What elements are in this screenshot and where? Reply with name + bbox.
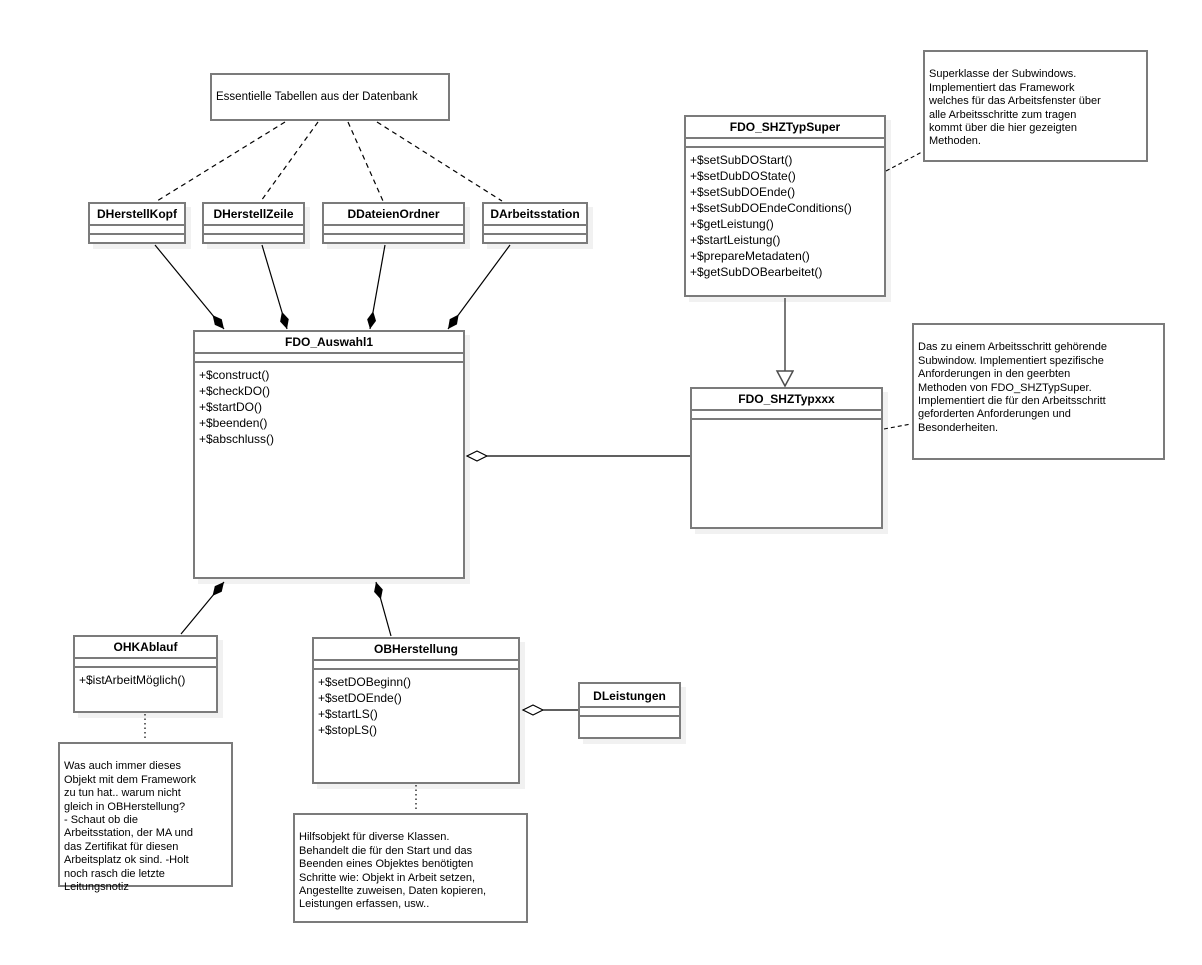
method-label: +$getLeistung() [690, 217, 774, 231]
class-fdo-shztypsuper: FDO_SHZTypSuper +$setSubDOStart() +$setD… [684, 115, 886, 297]
note-ohkablauf: Was auch immer dieses Objekt mit dem Fra… [58, 742, 233, 893]
method-label: +$setSubDOEnde() [690, 185, 796, 199]
attributes-compartment [686, 139, 884, 148]
note-subwindow: Das zu einem Arbeitsschritt gehörende Su… [912, 323, 1165, 460]
method-label: +$istArbeitMöglich() [79, 673, 186, 687]
methods-compartment [580, 717, 679, 737]
methods-compartment [324, 235, 463, 243]
composition-link-dherstellzeile [261, 244, 289, 330]
class-title: DDateienOrdner [324, 204, 463, 226]
method-label: +$startLS() [318, 707, 378, 721]
note-obherstellung: Hilfsobjekt für diverse Klassen. Behande… [293, 813, 528, 923]
dashed-link-db-dherstellzeile [260, 121, 319, 202]
note-database-tables: Essentielle Tabellen aus der Datenbank [210, 73, 450, 121]
attributes-compartment [580, 708, 679, 717]
class-title: DArbeitsstation [484, 204, 586, 226]
method-label: +$setSubDOStart() [690, 153, 793, 167]
method-label: +$startDO() [199, 400, 263, 414]
class-dherstellzeile: DHerstellZeile [202, 202, 305, 244]
method-label: +$setDOEnde() [318, 691, 402, 705]
note-anchor-subwindow [883, 423, 912, 430]
attributes-compartment [692, 411, 881, 420]
class-title: FDO_SHZTypSuper [686, 117, 884, 139]
class-fdo-shztypxxx: FDO_SHZTypxxx [690, 387, 883, 529]
composition-link-obherstellung [374, 581, 392, 637]
class-ddateienordner: DDateienOrdner [322, 202, 465, 244]
attributes-compartment [484, 226, 586, 235]
class-title: DHerstellZeile [204, 204, 303, 226]
method-label: +$getSubDOBearbeitet() [690, 265, 823, 279]
note-anchor-superklasse [885, 151, 923, 172]
dashed-link-db-darbeitsstation [376, 121, 503, 202]
method-label: +$checkDO() [199, 384, 271, 398]
class-ohkablauf: OHKAblauf +$istArbeitMöglich() [73, 635, 218, 713]
method-label: +$prepareMetadaten() [690, 249, 810, 263]
composition-link-ohkablauf [180, 581, 225, 635]
class-title: OHKAblauf [75, 637, 216, 659]
method-label: +$setDubDOState() [690, 169, 796, 183]
dashed-link-db-dherstellkopf [156, 121, 286, 202]
method-label: +$stopLS() [318, 723, 378, 737]
class-obherstellung: OBHerstellung +$setDOBeginn() +$setDOEnd… [312, 637, 520, 784]
composition-link-dherstellkopf [154, 244, 225, 330]
attributes-compartment [324, 226, 463, 235]
class-fdo-auswahl1: FDO_Auswahl1 +$construct() +$checkDO() +… [193, 330, 465, 579]
attributes-compartment [75, 659, 216, 668]
note-superklasse: Superklasse der Subwindows. Implementier… [923, 50, 1148, 162]
note-database-tables-text: Essentielle Tabellen aus der Datenbank [216, 91, 418, 104]
method-label: +$abschluss() [199, 432, 275, 446]
attributes-compartment [90, 226, 184, 235]
methods-compartment: +$construct() +$checkDO() +$startDO() +$… [195, 363, 463, 577]
method-label: +$startLeistung() [690, 233, 781, 247]
class-dleistungen: DLeistungen [578, 682, 681, 739]
methods-compartment [692, 420, 881, 527]
attributes-compartment [204, 226, 303, 235]
methods-compartment [204, 235, 303, 243]
method-label: +$setSubDOEndeConditions() [690, 201, 852, 215]
dashed-link-db-ddateienordner [347, 121, 384, 202]
method-label: +$setDOBeginn() [318, 675, 412, 689]
class-title: OBHerstellung [314, 639, 518, 661]
class-title: DLeistungen [580, 684, 679, 708]
class-darbeitsstation: DArbeitsstation [482, 202, 588, 244]
methods-compartment [484, 235, 586, 243]
methods-compartment: +$istArbeitMöglich() [75, 668, 216, 711]
method-label: +$beenden() [199, 416, 268, 430]
note-obherstellung-text: Hilfsobjekt für diverse Klassen. Behande… [299, 831, 487, 911]
note-subwindow-text: Das zu einem Arbeitsschritt gehörende Su… [918, 341, 1107, 434]
composition-link-ddateienordner [367, 244, 386, 330]
attributes-compartment [314, 661, 518, 670]
attributes-compartment [195, 354, 463, 363]
methods-compartment: +$setSubDOStart() +$setDubDOState() +$se… [686, 148, 884, 295]
methods-compartment [90, 235, 184, 243]
note-ohkablauf-text: Was auch immer dieses Objekt mit dem Fra… [64, 760, 197, 894]
class-title: FDO_Auswahl1 [195, 332, 463, 354]
class-title: DHerstellKopf [90, 204, 184, 226]
note-superklasse-text: Superklasse der Subwindows. Implementier… [929, 68, 1101, 148]
class-title: FDO_SHZTypxxx [692, 389, 881, 411]
class-dherstellkopf: DHerstellKopf [88, 202, 186, 244]
methods-compartment: +$setDOBeginn() +$setDOEnde() +$startLS(… [314, 670, 518, 782]
method-label: +$construct() [199, 368, 270, 382]
composition-link-darbeitsstation [447, 244, 511, 330]
